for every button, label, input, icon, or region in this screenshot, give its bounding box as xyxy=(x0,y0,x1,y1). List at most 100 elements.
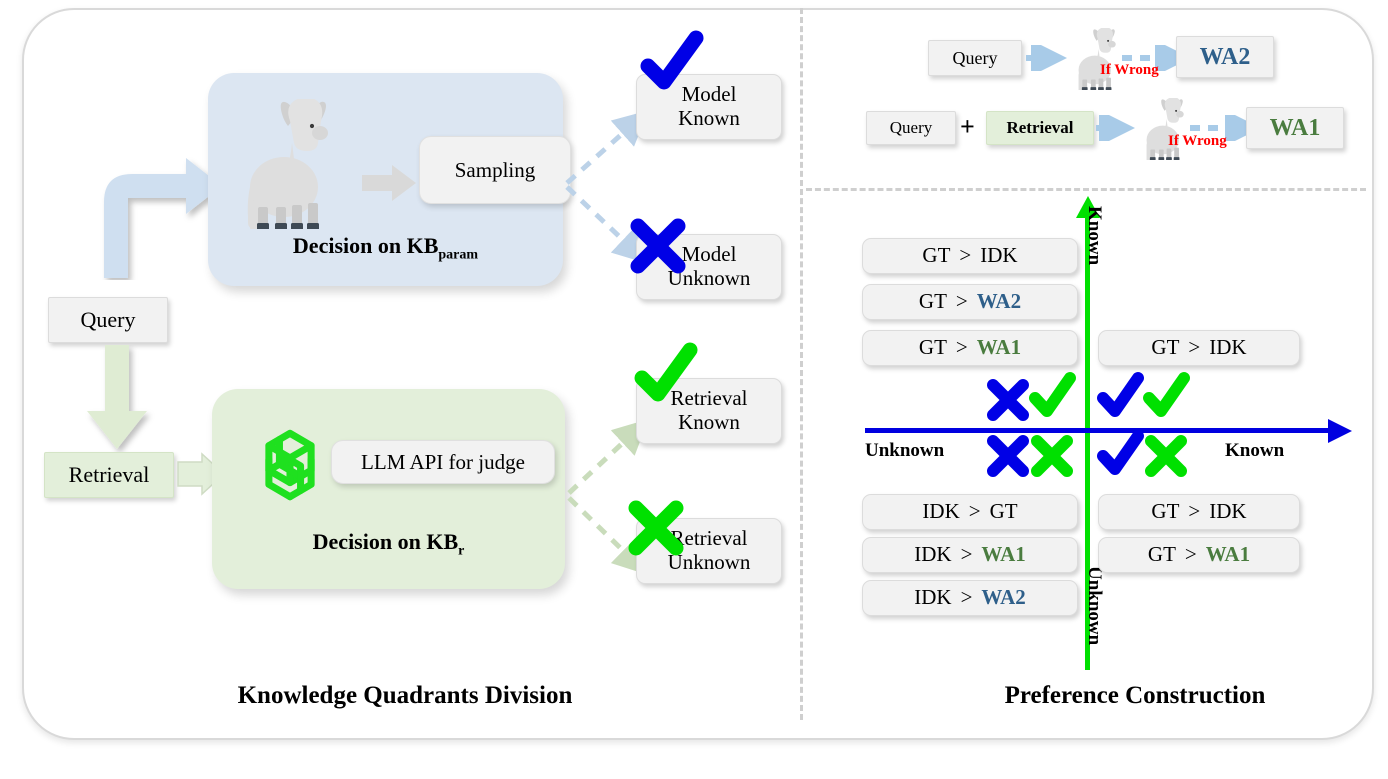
pref-right: WA2 xyxy=(976,289,1022,314)
retrieval-box-left: Retrieval xyxy=(44,452,174,498)
sampling-chip-label: Sampling xyxy=(454,157,536,182)
pref-right: IDK xyxy=(1209,335,1247,360)
pref-op: > xyxy=(1188,335,1201,360)
retrieval-decision-panel: LLM API for judge Decision on KBr xyxy=(212,389,565,589)
pref-op: > xyxy=(968,499,981,524)
model-branch-connectors xyxy=(565,110,649,264)
openai-logo-icon xyxy=(265,429,315,501)
retrieval-box-label: Retrieval xyxy=(68,461,150,487)
check-icon-q2-retrieval xyxy=(1028,372,1076,420)
pref-left: GT xyxy=(1147,542,1176,567)
cross-icon-q2-model xyxy=(986,378,1030,422)
outcome-label-line1: Retrieval xyxy=(670,386,748,411)
retrieval-panel-caption: Decision on KBr xyxy=(212,529,565,559)
cross-icon-q4-retrieval xyxy=(1144,434,1188,478)
quadrant-axis-label-unknown-left: Unknown xyxy=(865,440,945,461)
panel-divider-horizontal xyxy=(806,188,1366,191)
flow2-if-wrong-note: If Wrong xyxy=(1168,133,1227,149)
pref-item-q2-0: GT > IDK xyxy=(862,238,1078,274)
pref-op: > xyxy=(955,335,968,360)
flow1-arrow-in xyxy=(1026,45,1067,71)
outcome-label-line2: Known xyxy=(678,106,740,130)
cross-icon-model-unknown xyxy=(630,218,686,274)
model-panel-caption-sub: param xyxy=(438,247,479,263)
retrieval-panel-caption-sub: r xyxy=(458,543,465,559)
pref-left: IDK xyxy=(914,542,952,567)
check-icon-model-known xyxy=(640,30,704,92)
quadrant-x-axis-arrowhead xyxy=(1328,419,1352,443)
llm-judge-chip-label: LLM API for judge xyxy=(361,449,525,474)
pref-right: WA2 xyxy=(981,585,1026,610)
flow2-retrieval-label: Retrieval xyxy=(1006,118,1074,138)
pref-item-q2-1: GT > WA2 xyxy=(862,284,1078,320)
llama-icon xyxy=(247,99,328,229)
check-icon-retrieval-known xyxy=(634,342,698,404)
pref-item-q3-0: IDK > GT xyxy=(862,494,1078,530)
outcome-box-retrieval-known: Retrieval Known xyxy=(636,378,782,444)
quadrant-axis-label-known-right: Known xyxy=(1225,440,1285,461)
check-icon-q4-model xyxy=(1096,430,1144,478)
flow1-output-label: WA2 xyxy=(1199,43,1251,70)
flow2-query-box: Query xyxy=(866,111,956,145)
pref-left: IDK xyxy=(914,585,952,610)
quadrant-axis-label-unknown-bottom: Unknown xyxy=(1084,566,1105,646)
pref-right: WA1 xyxy=(1205,542,1251,567)
quadrant-axis-label-known-top: Known xyxy=(1084,206,1105,266)
pref-right: WA1 xyxy=(981,542,1026,567)
flow1-query-box: Query xyxy=(928,40,1022,76)
check-icon-q1-retrieval xyxy=(1142,372,1190,420)
pref-op: > xyxy=(960,585,973,610)
cross-icon-retrieval-unknown xyxy=(628,500,684,556)
pref-op: > xyxy=(1188,499,1201,524)
pref-op: > xyxy=(955,289,968,314)
pref-right: WA1 xyxy=(976,335,1022,360)
model-panel-caption: Decision on KBparam xyxy=(208,233,563,263)
quadrant-y-axis-arrowhead xyxy=(1076,196,1100,218)
pref-op: > xyxy=(959,243,972,268)
query-box-label: Query xyxy=(80,306,136,332)
query-to-retrieval-arrow xyxy=(87,345,147,449)
quadrant-x-axis xyxy=(865,428,1333,433)
outcome-label-line1: Retrieval xyxy=(670,526,748,551)
flow2-output-label: WA1 xyxy=(1269,114,1321,141)
cross-icon-q3-model xyxy=(986,434,1030,478)
query-box-left: Query xyxy=(48,297,168,343)
llama-icon-flow2 xyxy=(1146,98,1184,160)
pref-left: GT xyxy=(918,335,947,360)
retrieval-branch-connectors xyxy=(567,419,649,575)
model-panel-caption-main: Decision on KB xyxy=(292,233,439,258)
flow2-arrow-in xyxy=(1096,115,1135,141)
model-decision-panel: Sampling Decision on KBparam xyxy=(208,73,571,286)
left-panel-title: Knowledge Quadrants Division xyxy=(237,682,573,709)
outcome-box-retrieval-unknown: Retrieval Unknown xyxy=(636,518,782,584)
pref-left: GT xyxy=(922,243,951,268)
pref-item-q1-0: GT > IDK xyxy=(1098,330,1300,366)
pref-right: IDK xyxy=(980,243,1018,268)
llm-judge-chip: LLM API for judge xyxy=(331,440,555,484)
pref-right: GT xyxy=(989,499,1018,524)
llama-icon-flow1 xyxy=(1078,28,1116,90)
pref-item-q4-1: GT > WA1 xyxy=(1098,537,1300,573)
right-panel-title: Preference Construction xyxy=(1004,682,1266,709)
pref-item-q2-2: GT > WA1 xyxy=(862,330,1078,366)
outcome-label-line1: Model xyxy=(681,82,737,107)
pref-left: GT xyxy=(918,289,947,314)
pref-left: IDK xyxy=(922,499,960,524)
pref-left: GT xyxy=(1151,335,1180,360)
pref-right: IDK xyxy=(1209,499,1247,524)
outcome-box-model-known: Model Known xyxy=(636,74,782,140)
flow1-output-box: WA2 xyxy=(1176,36,1274,78)
pref-item-q3-2: IDK > WA2 xyxy=(862,580,1078,616)
pref-item-q3-1: IDK > WA1 xyxy=(862,537,1078,573)
pref-left: GT xyxy=(1151,499,1180,524)
check-icon-q1-model xyxy=(1096,372,1144,420)
pref-op: > xyxy=(960,542,973,567)
outcome-label-line1: Model xyxy=(681,242,737,267)
outcome-label-line2: Unknown xyxy=(667,266,751,290)
retrieval-panel-caption-main: Decision on KB xyxy=(312,529,459,554)
pref-item-q4-0: GT > IDK xyxy=(1098,494,1300,530)
flow2-output-box: WA1 xyxy=(1246,107,1344,149)
flow2-plus-symbol: + xyxy=(960,112,975,141)
flow2-query-label: Query xyxy=(889,118,933,138)
